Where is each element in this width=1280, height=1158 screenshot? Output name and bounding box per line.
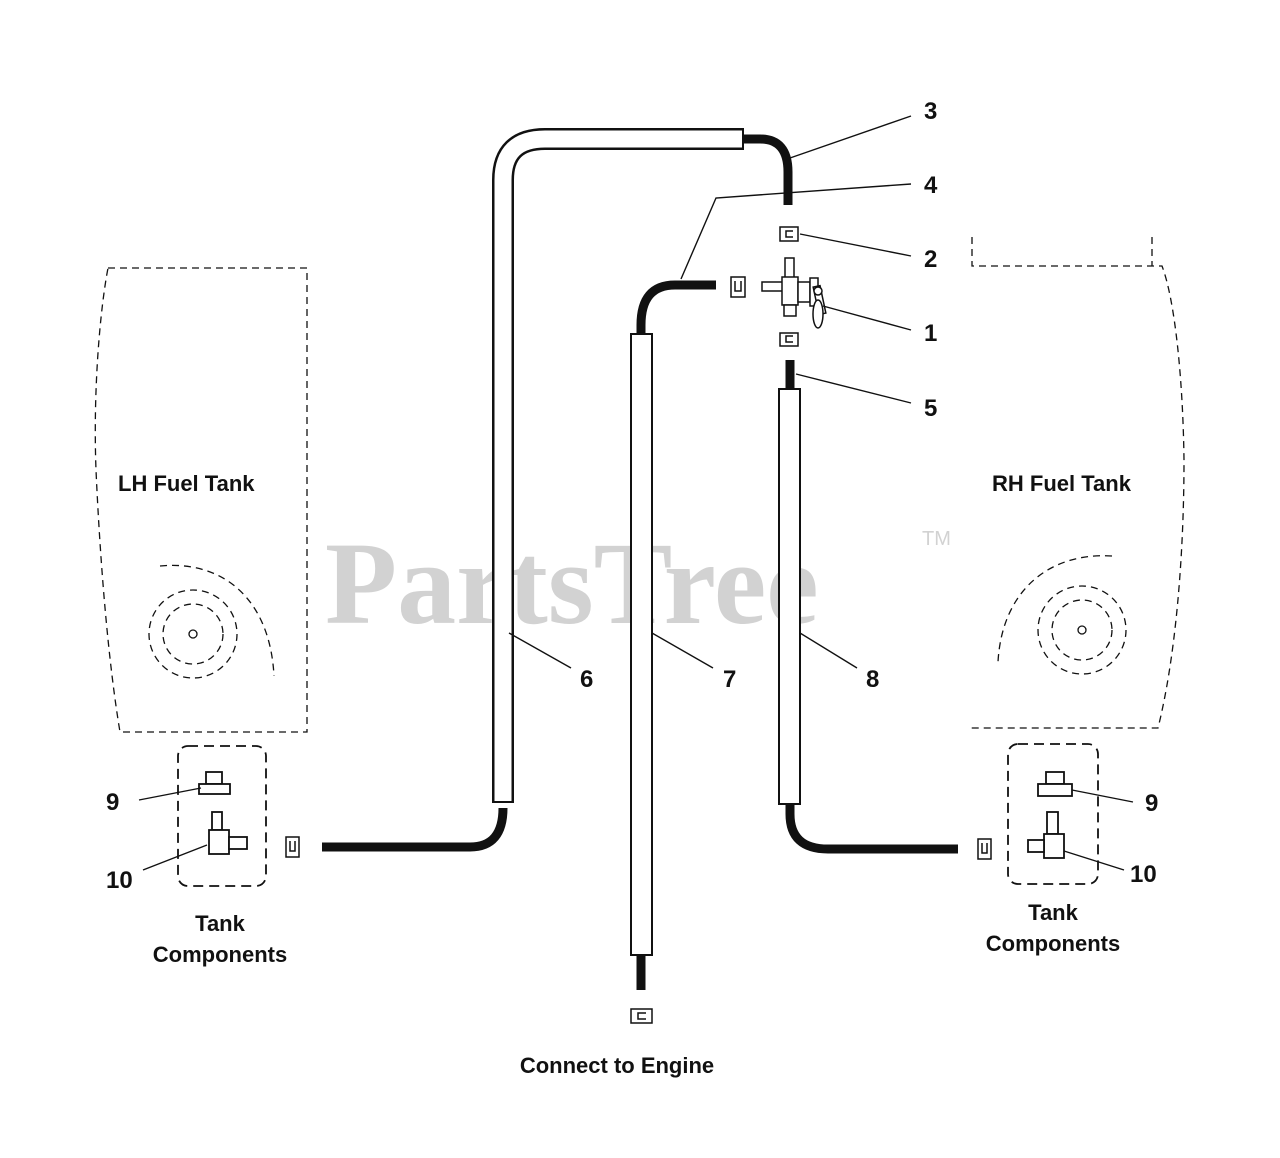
callout-6: 6 [580, 666, 593, 693]
lh-fuel-tank-label: LH Fuel Tank [118, 471, 255, 496]
leader-1 [822, 305, 912, 331]
rh-tank-fitting-icon [1077, 625, 1087, 635]
lh-grommet-icon [198, 771, 231, 795]
clamp-lh-icon [285, 836, 300, 858]
hose-8 [778, 360, 958, 854]
callout-2: 2 [924, 246, 937, 273]
callout-5: 5 [924, 395, 937, 422]
leader-2 [799, 233, 912, 257]
callout-1: 1 [924, 320, 937, 347]
connect-to-engine-label: Connect to Engine [520, 1053, 714, 1078]
leader-5 [795, 373, 912, 404]
callout-7: 7 [723, 666, 736, 693]
lh-tank-components-line1: Tank [195, 911, 245, 936]
rh-fuel-tank-label: RH Fuel Tank [992, 471, 1132, 496]
clamp-shutoff-left-icon [730, 276, 746, 298]
leader-4 [680, 183, 912, 280]
leader-3 [789, 115, 912, 159]
rh-fuel-tank [970, 237, 1185, 729]
callout-3: 3 [924, 98, 937, 125]
callout-4: 4 [924, 172, 938, 199]
watermark-text: PartsTree [325, 518, 819, 649]
lh-tank-fitting-icon [188, 629, 198, 639]
leader-10-right [1063, 850, 1125, 871]
hose-7 [630, 280, 716, 990]
leader-9-right [1071, 789, 1134, 803]
callout-10-right: 10 [1130, 861, 1157, 888]
leader-9-left [138, 787, 202, 801]
leader-7 [651, 632, 714, 669]
leader-8 [799, 632, 858, 669]
callout-9-left: 9 [106, 789, 119, 816]
callout-9-right: 9 [1145, 790, 1158, 817]
lh-tank-components-line2: Components [153, 942, 287, 967]
watermark-tm: TM [922, 528, 951, 550]
hose-6 [322, 128, 793, 852]
clamp-rh-icon [977, 838, 992, 860]
rh-elbow-fitting-icon [1027, 811, 1065, 859]
clamp-engine-icon [630, 1008, 653, 1024]
callout-8: 8 [866, 666, 879, 693]
clamp-shutoff-bottom-icon [779, 332, 799, 347]
rh-grommet-icon [1037, 771, 1073, 797]
callout-10-left: 10 [106, 867, 133, 894]
rh-tank-components-line2: Components [986, 931, 1120, 956]
rh-tank-components-box [1007, 743, 1099, 885]
leader-10-left [142, 844, 208, 871]
lh-tank-components-box [177, 745, 267, 887]
shutoff-valve-icon [761, 257, 827, 329]
lh-elbow-fitting-icon [208, 811, 248, 855]
lh-fuel-tank [94, 267, 308, 733]
leader-6 [508, 632, 572, 669]
clamp-2-icon [779, 226, 799, 242]
rh-tank-components-line1: Tank [1028, 900, 1078, 925]
